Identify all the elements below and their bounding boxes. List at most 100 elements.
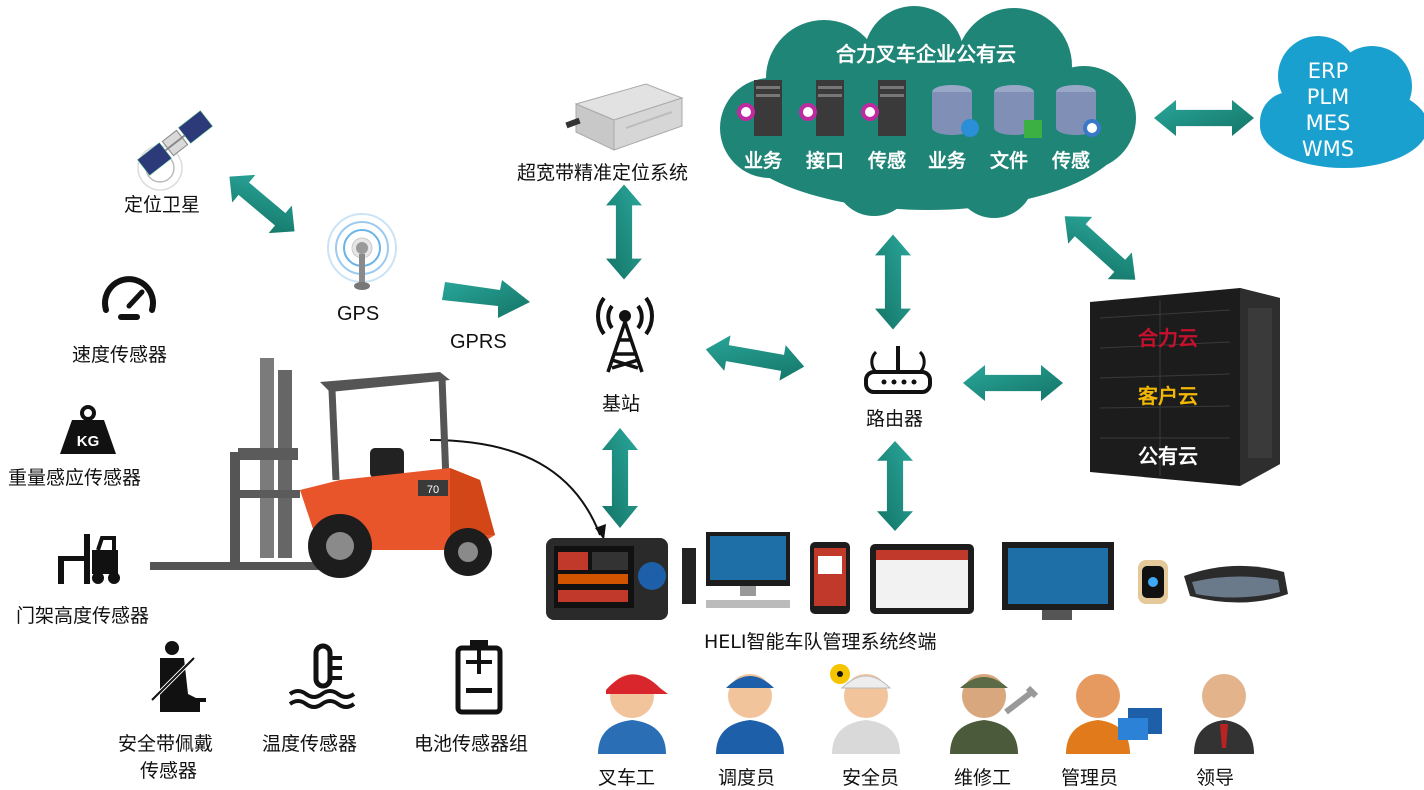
terminal-devices-image xyxy=(546,532,1288,620)
terminal-caption: HELI智能车队管理系统终端 xyxy=(704,631,937,653)
satellite xyxy=(130,98,220,191)
server-sensing-icon xyxy=(861,80,906,136)
server-business-icon xyxy=(737,80,782,136)
arrow-base-router xyxy=(702,331,808,385)
tablet-icon xyxy=(870,544,974,614)
uwb-label: 超宽带精准定位系统 xyxy=(517,162,689,184)
battery-icon xyxy=(455,640,503,715)
cloud-shape xyxy=(720,6,1136,218)
mast-sensor xyxy=(58,534,122,590)
temperature-sensor xyxy=(288,643,360,714)
arrow-router-rack xyxy=(963,365,1063,401)
weight-badge: KG xyxy=(77,433,100,450)
gps-antenna-icon xyxy=(327,213,397,290)
forklift-model-badge: 70 xyxy=(427,484,439,496)
server-rack-image xyxy=(1090,288,1280,486)
arrow-router-terminal xyxy=(877,441,913,531)
role-4: 管理员 xyxy=(1061,767,1119,789)
weight-sensor-label: 重量感应传感器 xyxy=(8,467,142,489)
forklift-driver-icon xyxy=(598,674,668,754)
smartwatch-icon xyxy=(1138,560,1168,604)
safety-officer-icon xyxy=(830,664,900,754)
rack-label-1: 客户云 xyxy=(1138,384,1198,408)
arrow-base-terminal xyxy=(602,428,638,528)
uwb-box-icon xyxy=(565,83,684,151)
gps-label: GPS xyxy=(337,303,380,325)
server-interface-icon xyxy=(799,80,844,136)
router-label: 路由器 xyxy=(866,408,924,430)
terminal-devices xyxy=(544,532,1304,622)
dispatcher-icon xyxy=(716,674,784,754)
gprs-label: GPRS xyxy=(450,331,507,353)
mast-sensor-label: 门架高度传感器 xyxy=(16,605,150,627)
erp-line-3: WMS xyxy=(1301,137,1355,161)
sky-cloud-shape xyxy=(1260,36,1424,168)
satellite-icon xyxy=(136,110,214,191)
cloud-title: 合力叉车企业公有云 xyxy=(836,42,1016,66)
enterprise-systems-cloud: ERP PLM MES WMS xyxy=(1260,30,1424,170)
seatbelt-sensor xyxy=(146,640,212,720)
arrow-uwb-base xyxy=(606,184,642,280)
seatbelt-icon xyxy=(150,641,206,712)
mast-forklift-icon xyxy=(58,534,120,584)
base-station-label: 基站 xyxy=(602,393,641,415)
erp-line-1: PLM xyxy=(1306,85,1350,109)
forklift-image: 70 xyxy=(150,358,495,578)
arrow-router-cloud xyxy=(875,234,911,330)
role-1: 调度员 xyxy=(718,767,776,789)
database-file-icon xyxy=(994,85,1042,138)
vehicle-terminal-icon xyxy=(546,538,668,620)
manager-icon xyxy=(1066,674,1162,754)
forklift-terminal-wire xyxy=(429,439,601,536)
seatbelt-label-2: 传感器 xyxy=(140,760,198,782)
database-business-icon xyxy=(932,85,979,137)
role-2: 安全员 xyxy=(842,767,900,789)
cloud-item-3: 业务 xyxy=(928,150,967,172)
weight-sensor: KG xyxy=(58,404,118,460)
weight-icon: KG xyxy=(60,405,116,454)
ar-headset-icon xyxy=(1184,565,1288,603)
role-avatars xyxy=(598,664,1254,754)
mechanic-icon xyxy=(950,674,1039,754)
rack-label-0: 合力云 xyxy=(1138,326,1198,350)
arrow-satellite-gps xyxy=(217,162,307,246)
battery-sensor xyxy=(455,640,503,718)
cloud-item-1: 接口 xyxy=(806,150,845,172)
speed-sensor xyxy=(96,266,162,330)
base-station xyxy=(590,288,660,378)
speed-sensor-label: 速度传感器 xyxy=(72,344,168,366)
roles xyxy=(588,658,1278,758)
seatbelt-label-1: 安全带佩戴 xyxy=(118,733,214,755)
battery-label: 电池传感器组 xyxy=(414,733,529,755)
role-0: 叉车工 xyxy=(598,767,656,789)
arrow-gprs xyxy=(442,280,530,318)
desktop-computer-icon xyxy=(682,532,790,608)
router-icon xyxy=(864,346,932,394)
uwb-device xyxy=(565,76,686,160)
monitor-icon xyxy=(1002,542,1114,620)
cell-tower-icon xyxy=(596,296,654,373)
role-3: 维修工 xyxy=(954,767,1012,789)
role-5: 领导 xyxy=(1196,767,1235,789)
server-icons xyxy=(732,78,1101,148)
erp-line-2: MES xyxy=(1305,111,1351,135)
gps-node xyxy=(324,213,400,298)
rack-label-2: 公有云 xyxy=(1138,444,1198,468)
forklift: 70 xyxy=(150,340,510,584)
speedometer-icon xyxy=(102,276,156,320)
erp-lines: ERP PLM MES WMS xyxy=(1260,58,1396,162)
cloud-item-2: 传感 xyxy=(868,150,907,172)
router xyxy=(862,338,934,404)
cloud-item-4: 文件 xyxy=(990,150,1029,172)
temperature-label: 温度传感器 xyxy=(262,733,358,755)
erp-line-0: ERP xyxy=(1307,59,1349,83)
server-rack: 合力云 客户云 公有云 xyxy=(1090,288,1280,486)
thermometer-icon xyxy=(288,643,356,709)
satellite-label: 定位卫星 xyxy=(124,194,201,216)
cloud-item-0: 业务 xyxy=(744,150,783,172)
leader-icon xyxy=(1194,674,1254,754)
heli-public-cloud: 合力叉车企业公有云 xyxy=(714,6,1142,218)
arrow-cloud-erp xyxy=(1154,100,1254,136)
smartphone-icon xyxy=(810,542,850,614)
